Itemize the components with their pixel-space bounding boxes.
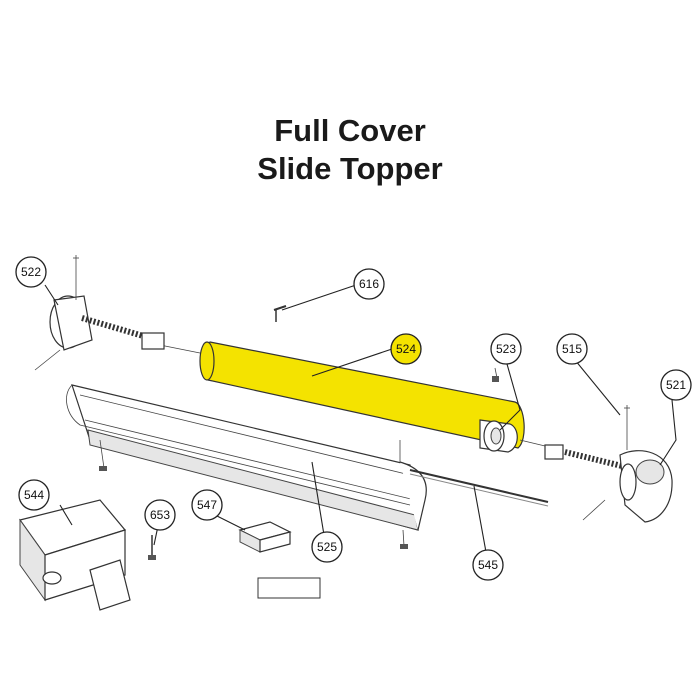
screw-616	[273, 305, 287, 322]
callout-616: 616	[353, 268, 385, 300]
slat-rod-545	[409, 469, 549, 507]
callout-653: 653	[144, 499, 176, 531]
title-line-1: Full Cover	[274, 113, 426, 148]
svg-text:521: 521	[666, 378, 686, 392]
callout-523: 523	[490, 333, 522, 365]
callout-521: 521	[660, 369, 692, 401]
callout-525: 525	[311, 531, 343, 563]
right-end-cap-521	[519, 405, 673, 523]
svg-text:525: 525	[317, 540, 337, 554]
mounting-bracket-544	[18, 499, 131, 611]
svg-text:522: 522	[21, 265, 41, 279]
next-part-frame	[257, 577, 321, 599]
callout-522: 522	[15, 256, 47, 288]
svg-text:544: 544	[24, 488, 44, 502]
svg-text:616: 616	[359, 277, 379, 291]
left-end-cap-522	[34, 255, 165, 371]
svg-text:547: 547	[197, 498, 217, 512]
tube-end-523	[479, 367, 518, 453]
awning-rail-525	[66, 384, 427, 549]
svg-text:545: 545	[478, 558, 498, 572]
svg-text:653: 653	[150, 508, 170, 522]
block-547	[238, 521, 292, 553]
title-line-2: Slide Topper	[257, 151, 443, 186]
svg-text:515: 515	[562, 342, 582, 356]
screw-653	[148, 535, 156, 560]
callout-547: 547	[191, 489, 223, 521]
roller-tube-524	[199, 341, 525, 449]
svg-text:523: 523	[496, 342, 516, 356]
callout-524: 524	[390, 333, 422, 365]
svg-text:524: 524	[396, 342, 416, 356]
diagram-title: Full Cover Slide Topper	[0, 112, 700, 188]
callout-545: 545	[472, 549, 504, 581]
callout-515: 515	[556, 333, 588, 365]
callout-544: 544	[18, 479, 50, 511]
